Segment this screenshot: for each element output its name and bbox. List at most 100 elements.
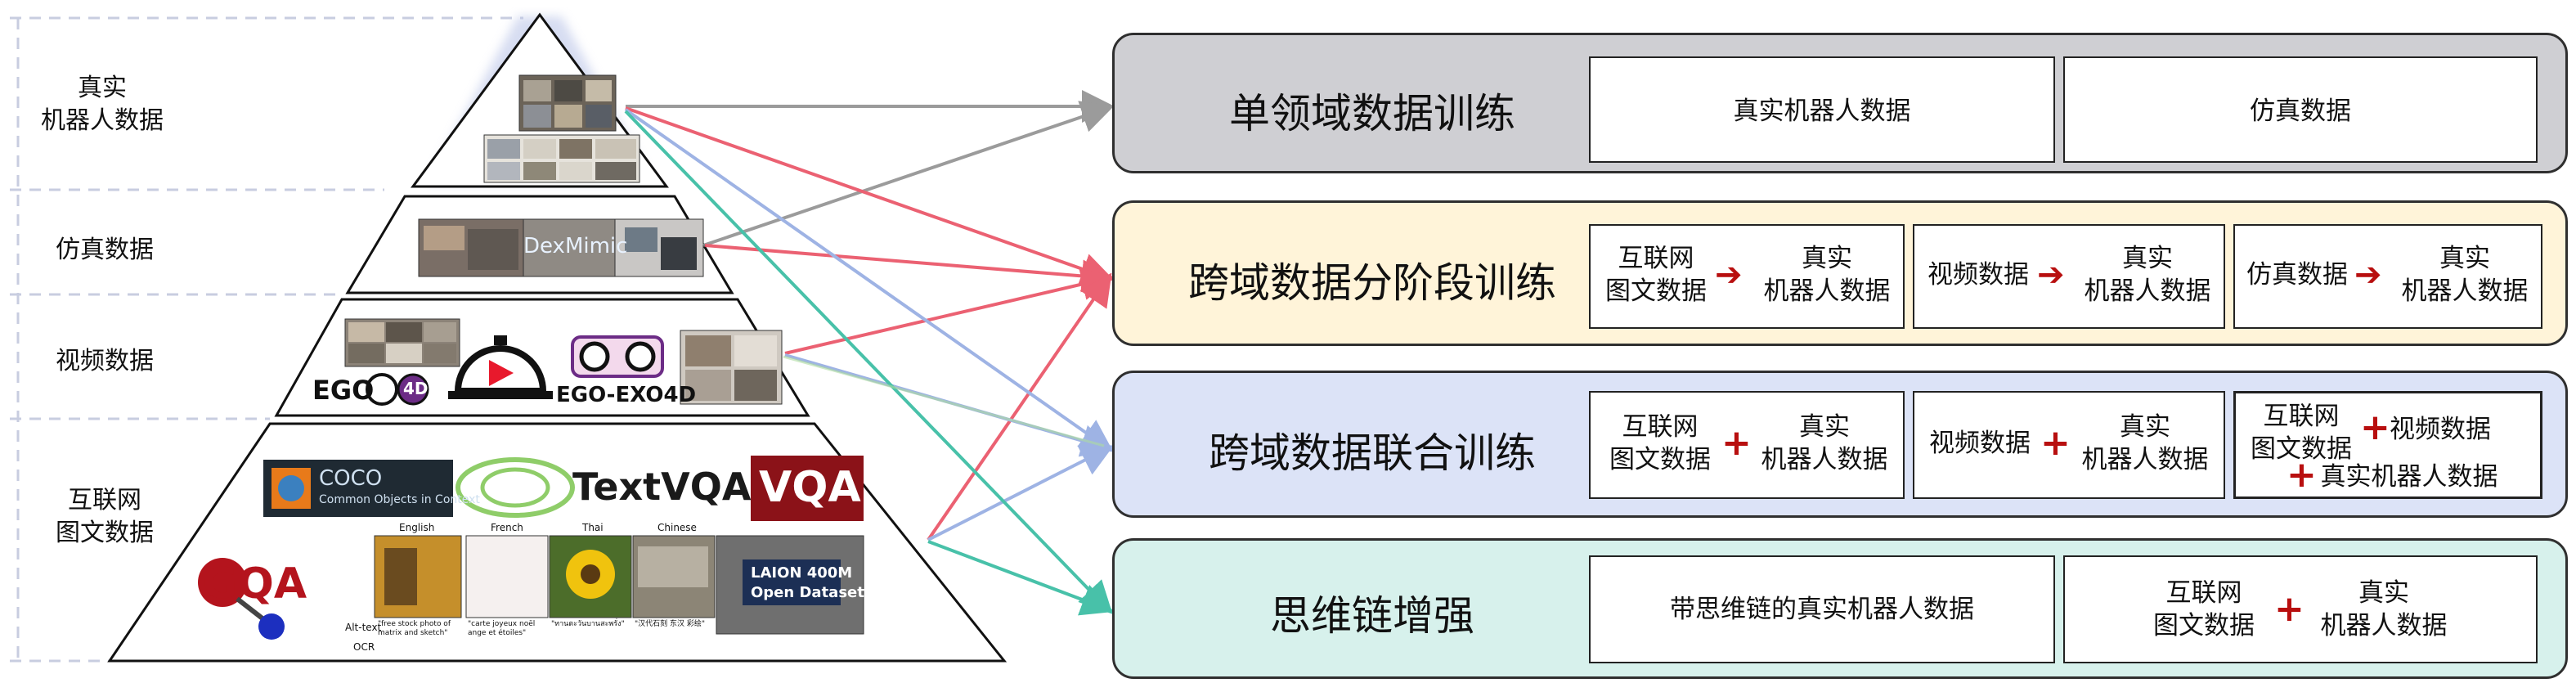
- level-label-line: 机器人数据: [41, 106, 164, 135]
- vqa-logo-box: [751, 456, 864, 521]
- coco-logo-subtitle: Common Objects in Context: [319, 493, 480, 506]
- plus-icon: +: [2287, 454, 2317, 496]
- level-label-simulation: 仿真数据: [56, 236, 154, 264]
- text-line: 互联网: [2263, 402, 2340, 431]
- coco-logo-title: COCO: [319, 466, 383, 491]
- box-label: 带思维链的真实机器人数据: [1670, 595, 1974, 624]
- arrow-internet-to-cot: [927, 540, 1115, 616]
- box-part-a: 互联网 图文数据: [1599, 411, 1721, 476]
- arrow-sim-to-staged: [704, 244, 1115, 293]
- row-label-alttext: Alt-text: [345, 622, 382, 633]
- row-label-ocr: OCR: [353, 641, 375, 653]
- arrow-real-to-staged: [625, 106, 1115, 285]
- box-source: 仿真数据: [2246, 260, 2348, 290]
- text-line: 真实: [2439, 244, 2490, 273]
- level-label-internet: 互联网 图文数据: [23, 484, 186, 550]
- text-line: 互联网: [2165, 578, 2242, 608]
- box-label: 仿真数据: [2250, 97, 2351, 126]
- data-box: 仿真数据 ➔ 真实 机器人数据: [2233, 224, 2542, 329]
- arrow-sim-to-single: [702, 101, 1115, 247]
- box-source: 视频数据: [1928, 260, 2029, 290]
- level-label-line: 真实: [78, 74, 127, 102]
- text-line: 真实: [1802, 244, 1852, 273]
- language-label-thai: Thai: [582, 522, 604, 533]
- box-target: 真实 机器人数据: [2071, 242, 2224, 308]
- box-target: 真实 机器人数据: [2389, 242, 2541, 308]
- left-guides: [10, 16, 523, 663]
- text-line: 机器人数据: [2401, 276, 2529, 306]
- box-part-a: 视频数据: [1929, 429, 2031, 458]
- language-label-french: French: [491, 522, 523, 533]
- box-part-c: 真实机器人数据: [2320, 462, 2498, 492]
- panel-joint-training: 跨域数据联合训练 互联网 图文数据 + 真实 机器人数据 视频数据 + 真实 机…: [1112, 371, 2568, 518]
- video-thumbnails: [344, 318, 783, 406]
- alt-text-french: "carte joyeux noël ange et étoiles": [468, 620, 536, 637]
- panel-title: 思维链增强: [1270, 592, 1474, 640]
- internet-thumbnails: [198, 456, 864, 640]
- data-box: 互联网 图文数据 ➔ 真实 机器人数据: [1589, 224, 1905, 329]
- box-part-b: 视频数据: [2390, 415, 2491, 444]
- box-part-b: 真实 机器人数据: [1746, 411, 1903, 476]
- box-target: 真实 机器人数据: [1751, 242, 1903, 308]
- laion-logo-line1: LAION 400M: [751, 564, 853, 582]
- language-label-english: English: [399, 522, 435, 533]
- arrow-internet-to-joint: [927, 445, 1115, 541]
- panel-title: 跨域数据联合训练: [1209, 429, 1536, 477]
- language-label-chinese: Chinese: [657, 522, 697, 533]
- text-line: 机器人数据: [2081, 445, 2209, 474]
- arrow-right-icon: ➔: [2037, 256, 2065, 294]
- panel-title: 跨域数据分阶段训练: [1188, 259, 1556, 307]
- arrow-video-to-staged: [784, 267, 1115, 355]
- data-box: 视频数据 ➔ 真实 机器人数据: [1913, 224, 2225, 329]
- level-label-line: 图文数据: [56, 519, 154, 547]
- arrow-right-icon: ➔: [1715, 256, 1743, 294]
- box-label: 真实机器人数据: [1733, 97, 1911, 126]
- text-line: 图文数据: [2251, 434, 2352, 464]
- text-line: 机器人数据: [1763, 276, 1891, 306]
- plus-icon: +: [1721, 422, 1752, 464]
- panel-single-domain: 单领域数据训练 真实机器人数据 仿真数据: [1112, 33, 2568, 173]
- panel-cot-enhancement: 思维链增强 带思维链的真实机器人数据 互联网 图文数据 + 真实 机器人数据: [1112, 538, 2568, 679]
- text-line: 互联网: [1622, 412, 1699, 442]
- plus-icon: +: [2360, 407, 2390, 448]
- video-timer-icon: [448, 335, 553, 399]
- dexmimic-logo: DexMimic: [523, 234, 628, 258]
- text-line: 真实: [2122, 244, 2173, 273]
- egoexo-glasses-icon: [571, 335, 664, 378]
- plus-icon: +: [2274, 588, 2304, 630]
- data-box: 互联网 图文数据 + 真实 机器人数据: [2063, 555, 2538, 663]
- level-label-line: 互联网: [68, 486, 141, 514]
- textvqa-logo: TextVQA: [572, 465, 752, 509]
- text-line: 互联网: [1618, 244, 1694, 273]
- alt-text-english: "free stock photo of matrix and sketch": [378, 620, 451, 637]
- simulation-thumbnails: [418, 218, 704, 277]
- box-part-a: 互联网 图文数据: [2244, 400, 2358, 465]
- data-box: 真实机器人数据: [1589, 56, 2055, 163]
- data-box: 带思维链的真实机器人数据: [1589, 555, 2055, 663]
- panel-title: 单领域数据训练: [1229, 90, 1515, 137]
- box-part-b: 真实 机器人数据: [2302, 577, 2466, 642]
- level-label-real-robot: 真实 机器人数据: [20, 72, 184, 137]
- gqa-logo: GQA: [203, 559, 307, 609]
- text-line: 图文数据: [1609, 445, 1711, 474]
- panel-staged-training: 跨域数据分阶段训练 互联网 图文数据 ➔ 真实 机器人数据 视频数据 ➔ 真实 …: [1112, 200, 2568, 346]
- data-box: 互联网 图文数据 + 真实 机器人数据: [1589, 391, 1905, 499]
- data-box: 仿真数据: [2063, 56, 2538, 163]
- text-line: 机器人数据: [2084, 276, 2211, 306]
- ego4d-logo-suffix: 4D: [403, 379, 429, 398]
- arrows: [624, 90, 1115, 616]
- arrow-internet-to-staged: [927, 272, 1112, 541]
- vqa-logo: VQA: [759, 463, 861, 512]
- laion-logo-line2: Open Dataset: [751, 584, 864, 601]
- arrow-real-to-joint: [624, 108, 1114, 452]
- plus-icon: +: [2040, 422, 2071, 464]
- alt-text-thai: "ทานตะวันบานสะพรั่ง": [551, 620, 625, 628]
- text-line: 真实: [1799, 412, 1850, 442]
- text-line: 机器人数据: [2320, 611, 2448, 640]
- data-box: 视频数据 + 真实 机器人数据: [1913, 391, 2225, 499]
- real-robot-thumbnails: [483, 74, 640, 183]
- gqa-molecule-icon: [198, 558, 285, 640]
- arrow-right-icon: ➔: [2354, 256, 2382, 294]
- data-box: 互联网 图文数据 + 视频数据 + 真实机器人数据: [2233, 391, 2542, 499]
